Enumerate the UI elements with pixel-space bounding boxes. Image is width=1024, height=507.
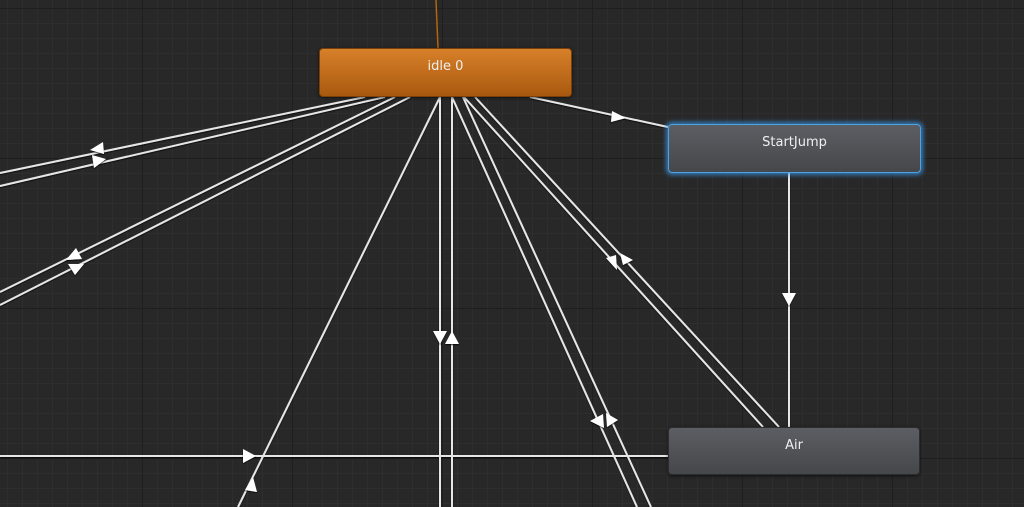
transition-line[interactable] <box>451 96 638 507</box>
transition-line[interactable] <box>529 96 669 128</box>
arrow-up-left-icon <box>620 253 633 265</box>
arrow-down-icon <box>782 293 796 306</box>
arrow-right-icon <box>92 155 106 168</box>
transition-line[interactable] <box>462 96 652 507</box>
arrow-right-icon <box>611 111 626 122</box>
arrow-right-icon <box>606 413 618 427</box>
arrow-up-left-icon <box>66 248 82 260</box>
arrow-left-icon <box>90 142 104 154</box>
entry-transition[interactable] <box>435 0 439 49</box>
arrow-right-icon <box>243 449 256 463</box>
transition-line[interactable] <box>0 96 386 187</box>
state-node-label: StartJump <box>762 135 827 150</box>
state-node-label: Air <box>785 438 803 453</box>
state-node-startjump[interactable]: StartJump <box>668 124 921 173</box>
transition-line[interactable] <box>237 96 441 507</box>
arrow-down-icon <box>433 331 447 344</box>
arrow-down-right-icon <box>606 255 617 270</box>
state-node-idle-0[interactable]: idle 0 <box>319 48 572 97</box>
state-node-label: idle 0 <box>427 59 464 74</box>
transition-line[interactable] <box>0 96 366 174</box>
transition-line[interactable] <box>0 96 411 306</box>
arrow-up-icon <box>445 331 459 344</box>
state-node-air[interactable]: Air <box>668 427 920 475</box>
arrow-down-right-icon <box>68 264 84 275</box>
transition-line[interactable] <box>0 96 396 293</box>
arrow-up-icon <box>245 477 257 492</box>
arrow-left-icon <box>590 414 604 428</box>
